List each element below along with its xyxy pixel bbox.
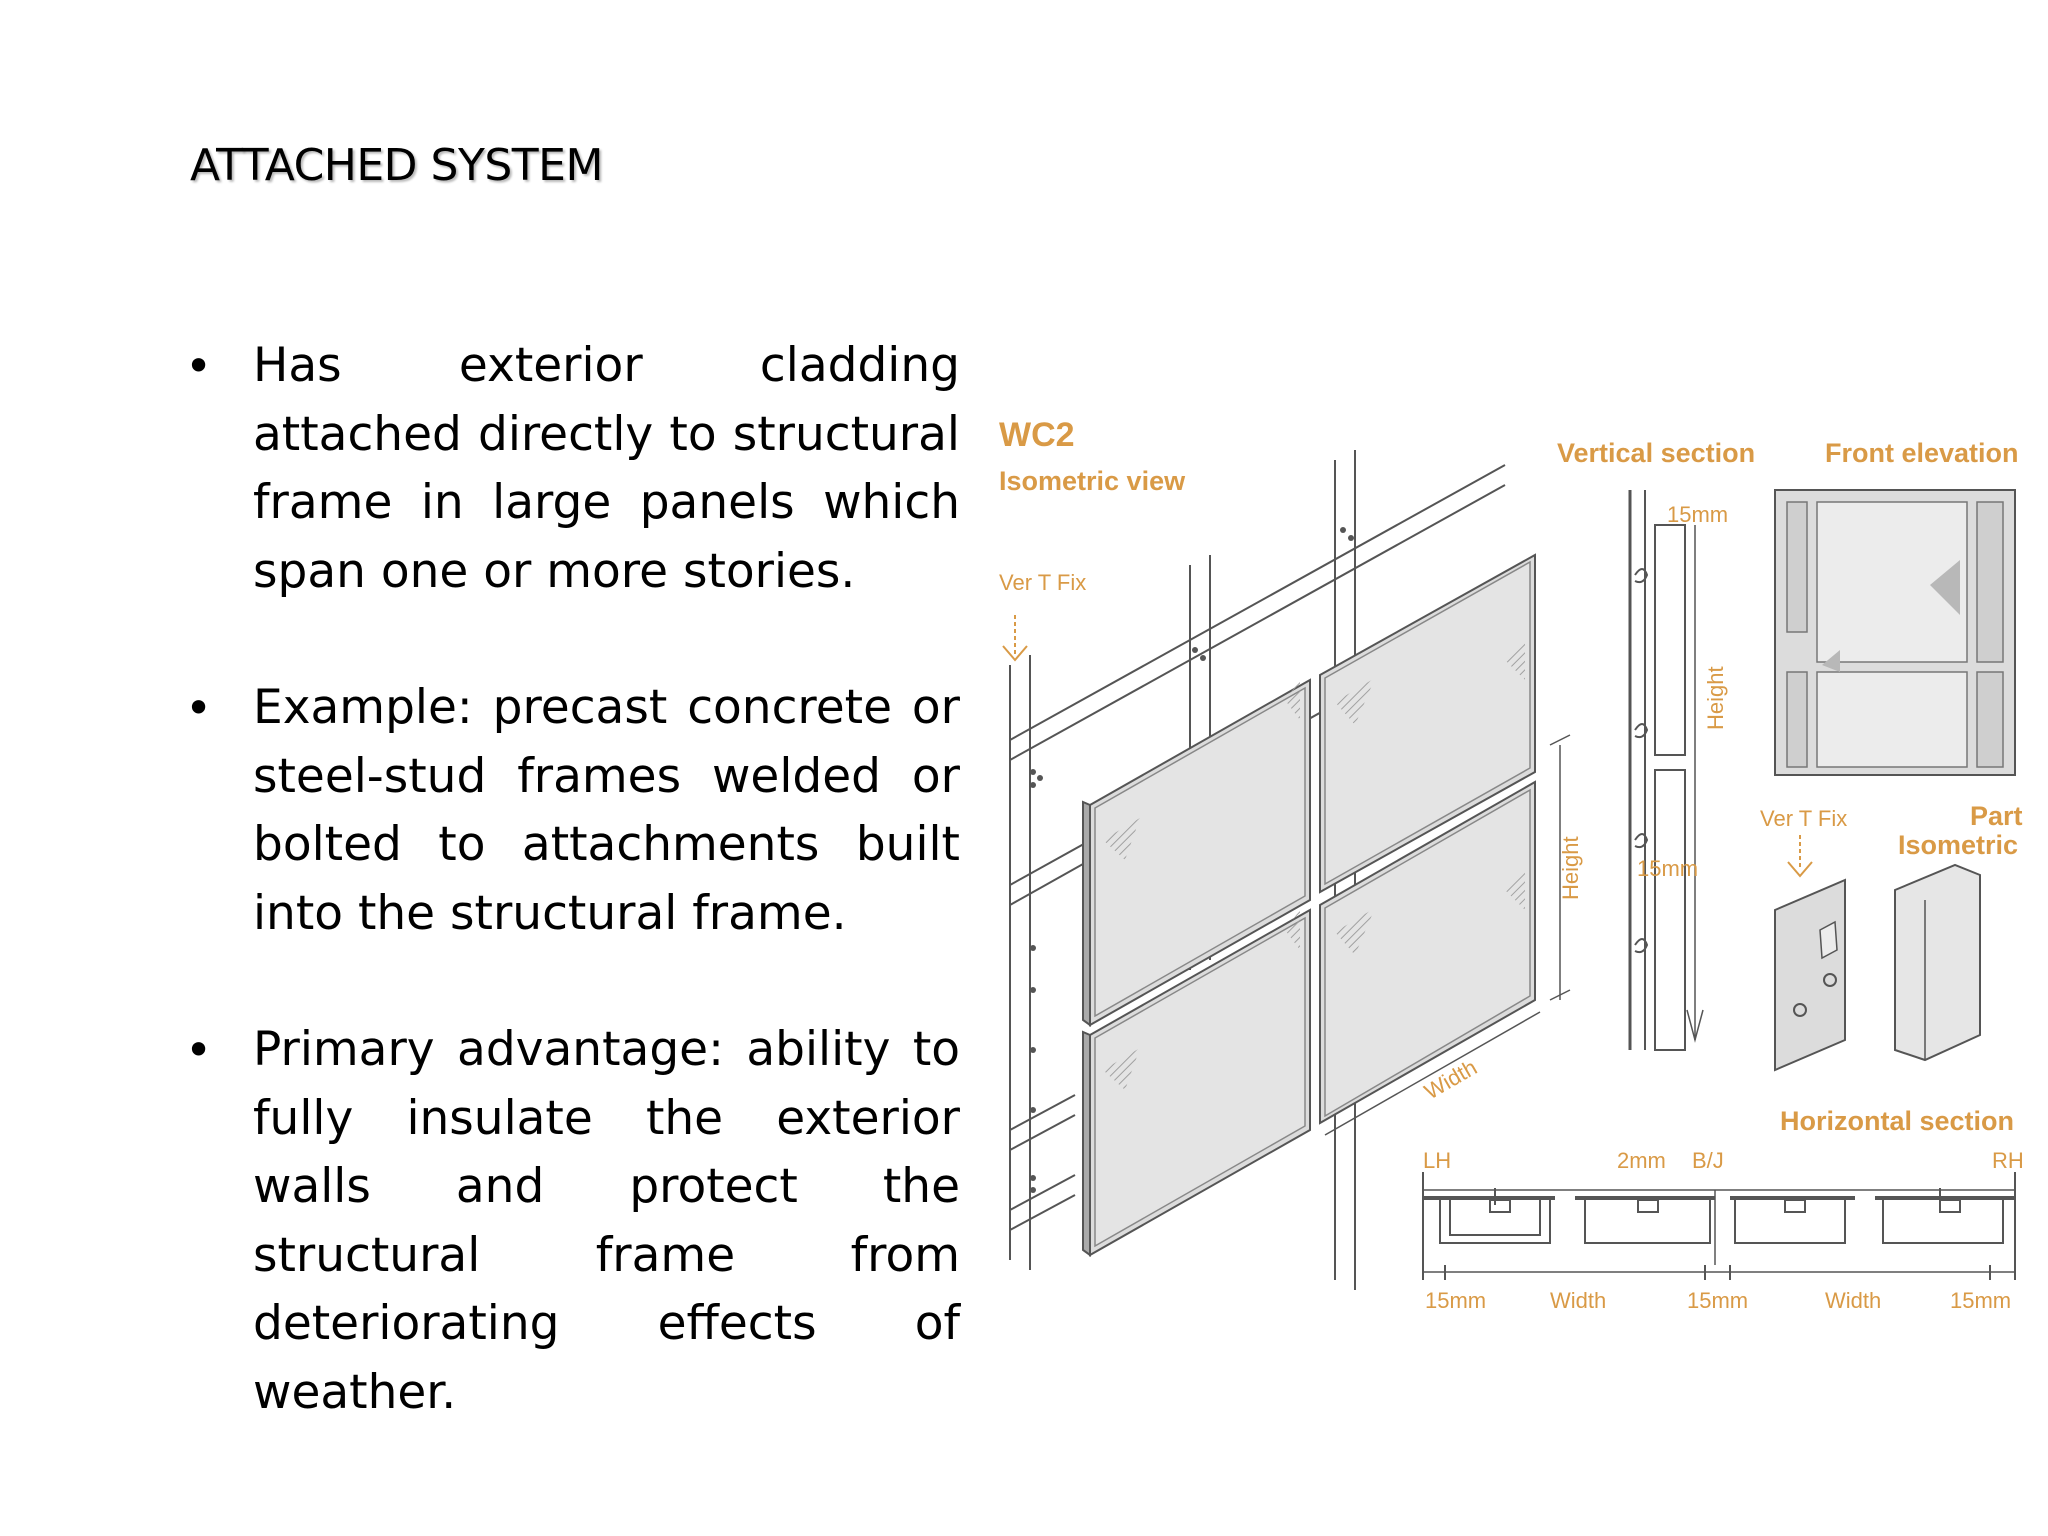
iso-width-label: Width — [1420, 1055, 1481, 1105]
bullet-item: • Example: precast concrete or steel-stu… — [185, 674, 960, 948]
bullet-text: Example: precast concrete or steel-stud … — [253, 680, 960, 941]
bullet-text: Primary advantage: ability to fully insu… — [253, 1022, 960, 1420]
part-isometric — [1774, 835, 1981, 1072]
ver-t-fix-label-2: Ver T Fix — [1760, 806, 1847, 831]
bullet-marker: • — [185, 681, 213, 735]
section-height-label: Height — [1703, 666, 1728, 730]
iso-height-label: Height — [1558, 836, 1583, 900]
horizontal-section — [1422, 1172, 2016, 1280]
vertical-section — [1628, 490, 1704, 1051]
cladding-diagram: Height Width WC2 Isometric view Ver T Fi… — [995, 410, 2025, 1340]
rh-label: RH — [1992, 1148, 2024, 1173]
lh-label: LH — [1423, 1148, 1451, 1173]
figure-code: WC2 — [999, 416, 1075, 454]
bullet-marker: • — [185, 339, 213, 393]
bj-label: B/J — [1692, 1148, 1724, 1173]
ver-t-fix-label: Ver T Fix — [999, 570, 1086, 595]
bottom-dim: Width — [1550, 1288, 1606, 1313]
front-elevation-label: Front elevation — [1825, 438, 2019, 468]
bullet-item: • Has exterior cladding attached directl… — [185, 332, 960, 606]
bullet-text: Has exterior cladding attached directly … — [253, 338, 960, 599]
bottom-dim: 15mm — [1425, 1288, 1486, 1313]
isometric-view: Height Width — [1002, 450, 1583, 1290]
bottom-dim: 15mm — [1687, 1288, 1748, 1313]
horizontal-section-label: Horizontal section — [1780, 1106, 2014, 1136]
gap-2mm-label: 2mm — [1617, 1148, 1666, 1173]
bottom-dim: 15mm — [1950, 1288, 2011, 1313]
slide-title: ATTACHED SYSTEM — [190, 140, 603, 191]
part-isometric-label-2: Isometric — [1898, 830, 2018, 860]
vertical-section-label: Vertical section — [1557, 438, 1755, 468]
bottom-dim: Width — [1825, 1288, 1881, 1313]
bullet-list: • Has exterior cladding attached directl… — [185, 332, 960, 1495]
cladding-diagram-svg: Height Width WC2 Isometric view Ver T Fi… — [999, 416, 2024, 1313]
dim-15mm-top: 15mm — [1667, 502, 1728, 527]
isometric-view-label: Isometric view — [999, 466, 1186, 496]
dim-15mm-mid: 15mm — [1637, 856, 1698, 881]
part-isometric-label-1: Part — [1970, 801, 2023, 831]
bullet-marker: • — [185, 1023, 213, 1077]
bullet-item: • Primary advantage: ability to fully in… — [185, 1016, 960, 1427]
front-elevation — [1774, 489, 2016, 776]
